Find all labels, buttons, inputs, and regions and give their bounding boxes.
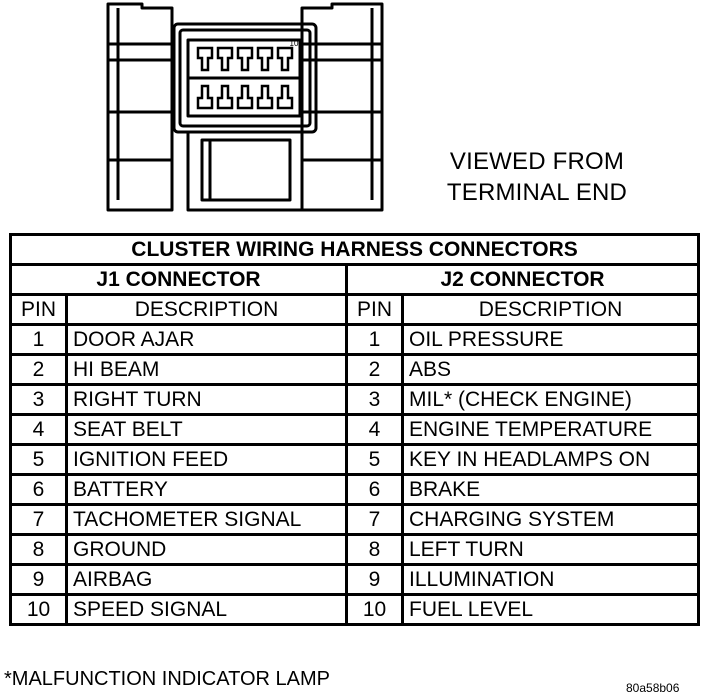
view-caption-line2: TERMINAL END <box>446 179 628 206</box>
j2-description-cell: BRAKE <box>400 473 701 506</box>
j1-connector-header: J1 CONNECTOR <box>9 263 348 296</box>
j2-description-cell: ABS <box>400 353 701 386</box>
j2-pin-cell: 3 <box>345 383 404 416</box>
j2-connector-header: J2 CONNECTOR <box>344 263 701 296</box>
j1-description-cell: SEAT BELT <box>65 413 348 446</box>
footnote: *MALFUNCTION INDICATOR LAMP <box>4 668 330 690</box>
j2-pin-cell: 4 <box>345 413 404 446</box>
j1-description-cell: GROUND <box>65 533 348 566</box>
j1-pin-cell: 4 <box>9 413 68 446</box>
right-ear <box>300 2 384 212</box>
j2-description-cell: ENGINE TEMPERATURE <box>400 413 701 446</box>
j2-pin-header: PIN <box>345 293 404 326</box>
j2-description-cell: CHARGING SYSTEM <box>400 503 701 536</box>
j2-pin-cell: 10 <box>345 593 404 626</box>
j2-description-cell: MIL* (CHECK ENGINE) <box>400 383 701 416</box>
j2-description-cell: LEFT TURN <box>400 533 701 566</box>
j1-description-cell: RIGHT TURN <box>65 383 348 416</box>
j1-description-header: DESCRIPTION <box>65 293 348 326</box>
j1-description-cell: SPEED SIGNAL <box>65 593 348 626</box>
j2-description-header: DESCRIPTION <box>400 293 701 326</box>
connector-illustration: 10 <box>106 2 384 212</box>
j1-pin-cell: 7 <box>9 503 68 536</box>
j2-pin-cell: 6 <box>345 473 404 506</box>
connector-housing <box>172 22 318 134</box>
j1-description-cell: BATTERY <box>65 473 348 506</box>
left-ear <box>106 2 174 212</box>
view-caption-line1: VIEWED FROM <box>449 148 625 175</box>
j1-pin-cell: 6 <box>9 473 68 506</box>
connector-latch <box>186 132 304 212</box>
j2-pin-cell: 7 <box>345 503 404 536</box>
j2-pin-cell: 2 <box>345 353 404 386</box>
j2-description-cell: ILLUMINATION <box>400 563 701 596</box>
j1-pin-cell: 2 <box>9 353 68 386</box>
j2-description-cell: FUEL LEVEL <box>400 593 701 626</box>
j2-pin-cell: 5 <box>345 443 404 476</box>
terminal-pins-bottom <box>196 84 294 110</box>
j1-pin-header: PIN <box>9 293 68 326</box>
connector-pinout-table: CLUSTER WIRING HARNESS CONNECTORS J1 CON… <box>8 233 701 626</box>
j1-pin-cell: 5 <box>9 443 68 476</box>
j2-description-cell: KEY IN HEADLAMPS ON <box>400 443 701 476</box>
j1-pin-cell: 8 <box>9 533 68 566</box>
j1-description-cell: HI BEAM <box>65 353 348 386</box>
pin-number-label: 10 <box>290 39 299 48</box>
j1-description-cell: TACHOMETER SIGNAL <box>65 503 348 536</box>
j1-pin-cell: 1 <box>9 323 68 356</box>
j1-pin-cell: 10 <box>9 593 68 626</box>
j1-description-cell: DOOR AJAR <box>65 323 348 356</box>
j2-pin-cell: 8 <box>345 533 404 566</box>
j1-description-cell: AIRBAG <box>65 563 348 596</box>
j2-description-cell: OIL PRESSURE <box>400 323 701 356</box>
figure-code: 80a58b06 <box>626 681 680 695</box>
j1-pin-cell: 9 <box>9 563 68 596</box>
j1-description-cell: IGNITION FEED <box>65 443 348 476</box>
terminal-pins-top <box>196 46 294 72</box>
view-caption: VIEWED FROM TERMINAL END <box>432 146 642 208</box>
j2-pin-cell: 9 <box>345 563 404 596</box>
j2-pin-cell: 1 <box>345 323 404 356</box>
j1-pin-cell: 3 <box>9 383 68 416</box>
table-title: CLUSTER WIRING HARNESS CONNECTORS <box>8 233 701 266</box>
